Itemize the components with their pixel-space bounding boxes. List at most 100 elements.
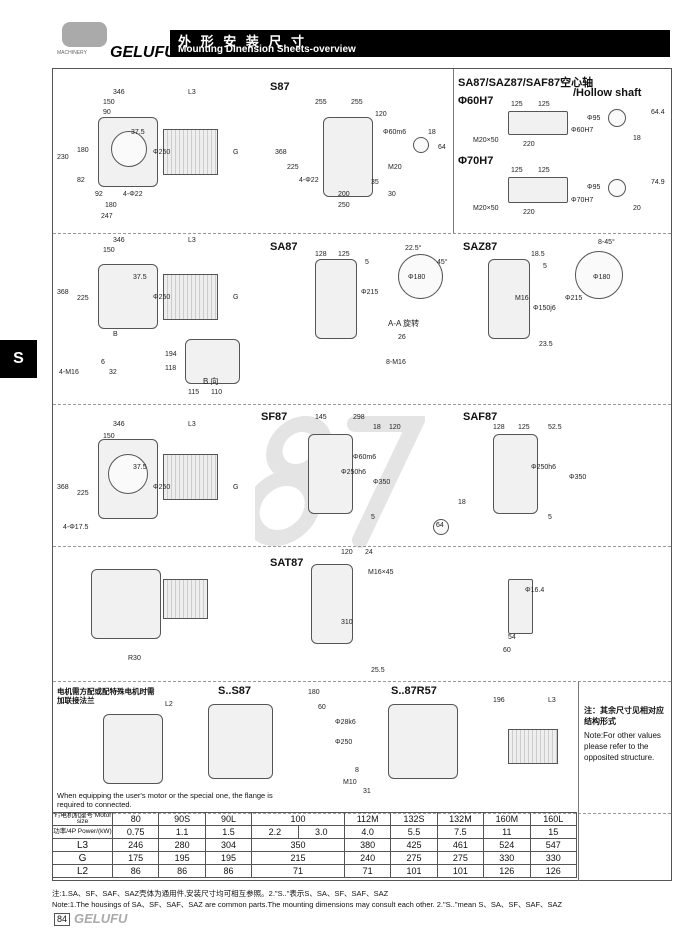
brand-logo: GELUFU — [110, 44, 176, 61]
dim: 23.5 — [539, 341, 553, 348]
sat87-gear-drawing — [91, 569, 161, 639]
sat87-motor-drawing — [163, 579, 208, 619]
dim: Φ250 — [335, 739, 353, 746]
dim: Φ250h6 — [341, 469, 367, 476]
dim: 18 — [373, 424, 381, 431]
dim: Φ215 — [565, 295, 583, 302]
cell: 86 — [111, 864, 160, 878]
header-gearmotor-image — [62, 22, 107, 47]
dim: 82 — [77, 177, 85, 184]
dim: 230 — [57, 154, 69, 161]
cell: 330 — [483, 851, 531, 865]
dim: Φ250 — [153, 149, 171, 156]
dim: 120 — [341, 549, 353, 556]
dim: 125 — [538, 167, 550, 174]
view-aa-label: A-A 旋转 — [388, 319, 420, 328]
dim: 18 — [633, 135, 641, 142]
cell: 80 — [111, 812, 160, 826]
dim: 225 — [287, 164, 299, 171]
cell: 1.5 — [204, 825, 253, 839]
cell: 86 — [158, 864, 206, 878]
hollow-shaft-drawing-1 — [508, 111, 568, 135]
cell: 126 — [529, 864, 578, 878]
row-header: G — [52, 851, 113, 865]
dim: 90 — [103, 109, 111, 116]
sf87-title: SF87 — [261, 411, 288, 423]
dim: 5 — [371, 514, 375, 521]
cell: 90L — [204, 812, 253, 826]
dim: Φ250 — [153, 484, 171, 491]
cell: 524 — [483, 838, 531, 852]
dim: M20×50 — [473, 137, 499, 144]
dim: 92 — [95, 191, 103, 198]
torque-arm-bushing — [508, 579, 533, 634]
cell: 0.75 — [111, 825, 160, 839]
dim: 18.5 — [531, 251, 545, 258]
s87-output-flange — [111, 131, 147, 167]
dim: 368 — [57, 289, 69, 296]
cell: 90S — [158, 812, 206, 826]
sf87-flange — [108, 454, 148, 494]
dim: Φ70H7 — [571, 197, 594, 204]
ss87-drawing — [208, 704, 273, 779]
dim: 32 — [109, 369, 117, 376]
cell: 2.2 — [251, 825, 299, 839]
s87r57-gear-drawing — [388, 704, 458, 779]
dim: 247 — [101, 213, 113, 220]
dim: 145 — [315, 414, 327, 421]
dim: 18 — [458, 499, 466, 506]
right-note-en: Note:For other values please refer to th… — [584, 731, 661, 762]
sf87-motor-drawing — [163, 454, 218, 500]
dim: 118 — [165, 365, 177, 372]
s87-side-drawing — [323, 117, 373, 197]
dim: 24 — [365, 549, 373, 556]
s87-title: S87 — [270, 81, 290, 93]
cell: 195 — [204, 851, 253, 865]
dim: B — [113, 331, 118, 338]
cell: 304 — [204, 838, 253, 852]
sa87-flange-view — [398, 254, 443, 299]
dim: 180 — [308, 689, 320, 696]
dim: 110 — [211, 389, 223, 396]
dim: 4-Φ22 — [123, 191, 143, 198]
dim: 346 — [113, 237, 125, 244]
dim: 64 — [436, 522, 444, 529]
side-tab[interactable]: S — [0, 340, 37, 378]
dim: L3 — [188, 89, 196, 96]
dim: 37.5 — [133, 274, 147, 281]
dim: 52.5 — [548, 424, 562, 431]
dim: 125 — [338, 251, 350, 258]
cell: 15 — [529, 825, 578, 839]
ss87-title: S..S87 — [218, 685, 252, 697]
dim: 60 — [318, 704, 326, 711]
cell: 7.5 — [436, 825, 485, 839]
sa87-side-drawing — [315, 259, 357, 339]
dim: Φ180 — [593, 274, 611, 281]
dim: 128 — [315, 251, 327, 258]
cell: 71 — [251, 864, 345, 878]
sa87-gear-drawing — [98, 264, 158, 329]
cell: 126 — [483, 864, 531, 878]
dim: 5 — [548, 514, 552, 521]
dim: 60 — [503, 647, 511, 654]
hollow-d2: Φ70H7 — [458, 155, 494, 167]
dim: 18 — [428, 129, 436, 136]
s87-motor-drawing — [163, 129, 218, 175]
dim: 128 — [493, 424, 505, 431]
dim: 125 — [518, 424, 530, 431]
dim: 8-M16 — [386, 359, 406, 366]
dim: Φ95 — [587, 115, 601, 122]
cell: 195 — [158, 851, 206, 865]
dim: 250 — [338, 202, 350, 209]
dim: 180 — [77, 147, 89, 154]
cell: 330 — [529, 851, 578, 865]
sat87-side-drawing — [311, 564, 353, 644]
saz87-flange-view — [575, 251, 623, 299]
dim: L2 — [165, 701, 173, 708]
dim: 220 — [523, 209, 535, 216]
dim: 150 — [103, 247, 115, 254]
dim: 5 — [543, 263, 547, 270]
dim: 255 — [351, 99, 363, 106]
